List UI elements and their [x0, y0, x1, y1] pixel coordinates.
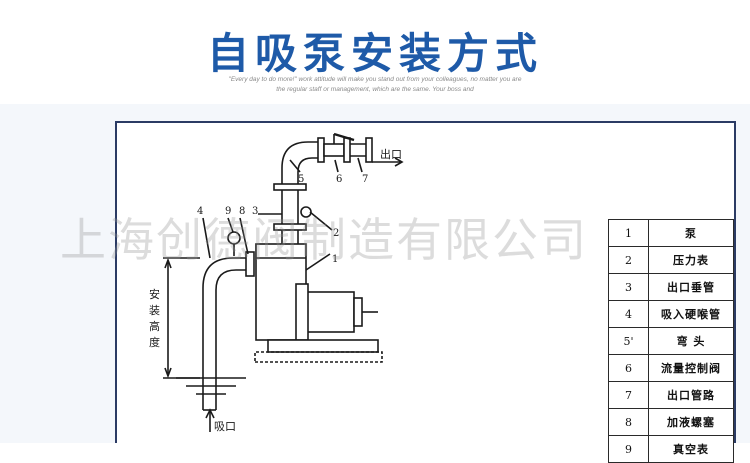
outlet-flange — [365, 137, 373, 163]
legend-num: 9 — [608, 435, 649, 463]
legend-name: 加液螺塞 — [648, 408, 734, 436]
suction-pipe-inner — [215, 269, 250, 410]
tagline-line-1: "Every day to do more!" work attitude wi… — [228, 76, 522, 83]
leader-8 — [239, 217, 249, 255]
legend-row: 5'弯 头 — [608, 327, 734, 355]
part-number-3: 3 — [252, 206, 258, 217]
height-char-2: 装 — [149, 304, 160, 317]
leader-5 — [289, 159, 301, 173]
legend-num: 4 — [608, 300, 649, 328]
suction-pipe — [202, 257, 250, 410]
legend-num: 8 — [608, 408, 649, 436]
legend-name: 流量控制阀 — [648, 354, 734, 382]
motor-housing — [305, 291, 355, 333]
legend-name: 出口管路 — [648, 381, 734, 409]
installation-diagram: 出口 吸口 安 装 高 度 1 2 3 4 5 6 7 8 9 — [149, 132, 404, 433]
leader-6 — [334, 159, 339, 173]
part-number-7: 7 — [362, 174, 368, 185]
part-number-8: 8 — [239, 206, 245, 217]
leader-2 — [309, 211, 333, 231]
height-char-1: 安 — [149, 287, 160, 301]
elbow-inner — [297, 157, 318, 184]
valve-flange-right — [343, 137, 351, 163]
height-dim-arrow-down — [164, 367, 172, 379]
legend-name: 弯 头 — [648, 327, 734, 355]
pump-flange — [295, 283, 309, 341]
legend-num: 2 — [608, 246, 649, 274]
valve-handle — [333, 132, 355, 142]
page-title: 自吸泵安装方式 — [206, 29, 543, 78]
part-number-1: 1 — [332, 254, 338, 265]
legend-name: 吸入硬喉管 — [648, 300, 734, 328]
legend-num: 1 — [608, 219, 649, 247]
height-char-3: 高 — [149, 319, 160, 333]
valve-body — [323, 143, 345, 157]
leader-1 — [305, 253, 331, 271]
legend-name: 压力表 — [648, 246, 734, 274]
foundation — [254, 351, 383, 363]
legend-num: 3 — [608, 273, 649, 301]
diagram-lines — [163, 132, 404, 432]
height-dim-arrow-up — [164, 257, 172, 269]
part-number-6: 6 — [336, 174, 342, 185]
height-char-4: 度 — [149, 335, 160, 349]
legend-num: 6 — [608, 354, 649, 382]
inlet-arrow-head — [205, 408, 215, 419]
header-banner: 自吸泵安装方式 "Every day to do more!" work att… — [0, 0, 750, 104]
part-number-9: 9 — [225, 206, 231, 217]
legend-name: 泵 — [648, 219, 734, 247]
legend-name: 真空表 — [648, 435, 734, 463]
part-number-2: 2 — [333, 228, 339, 239]
legend-name: 出口垂管 — [648, 273, 734, 301]
leader-7 — [357, 157, 363, 173]
outlet-label: 出口 — [380, 147, 402, 161]
legend-num: 5' — [608, 327, 649, 355]
discharge-flange-1 — [273, 223, 307, 231]
part-number-4: 4 — [197, 206, 203, 217]
legend-num: 7 — [608, 381, 649, 409]
part-number-5: 5 — [298, 174, 304, 185]
outlet-arrow-head — [394, 157, 404, 167]
tagline-line-2: the regular staff or management, which a… — [276, 86, 474, 93]
leader-9 — [227, 217, 234, 233]
coupling — [353, 297, 363, 327]
inlet-flange — [245, 251, 255, 277]
elbow-outer — [281, 141, 318, 184]
valve-flange-left — [317, 137, 325, 163]
pump-base — [267, 339, 379, 353]
inlet-label: 吸口 — [214, 420, 236, 433]
leader-4 — [202, 217, 211, 259]
company-watermark: 上海创德阀制造有限公司 — [60, 213, 588, 267]
discharge-flange-2 — [273, 183, 307, 191]
